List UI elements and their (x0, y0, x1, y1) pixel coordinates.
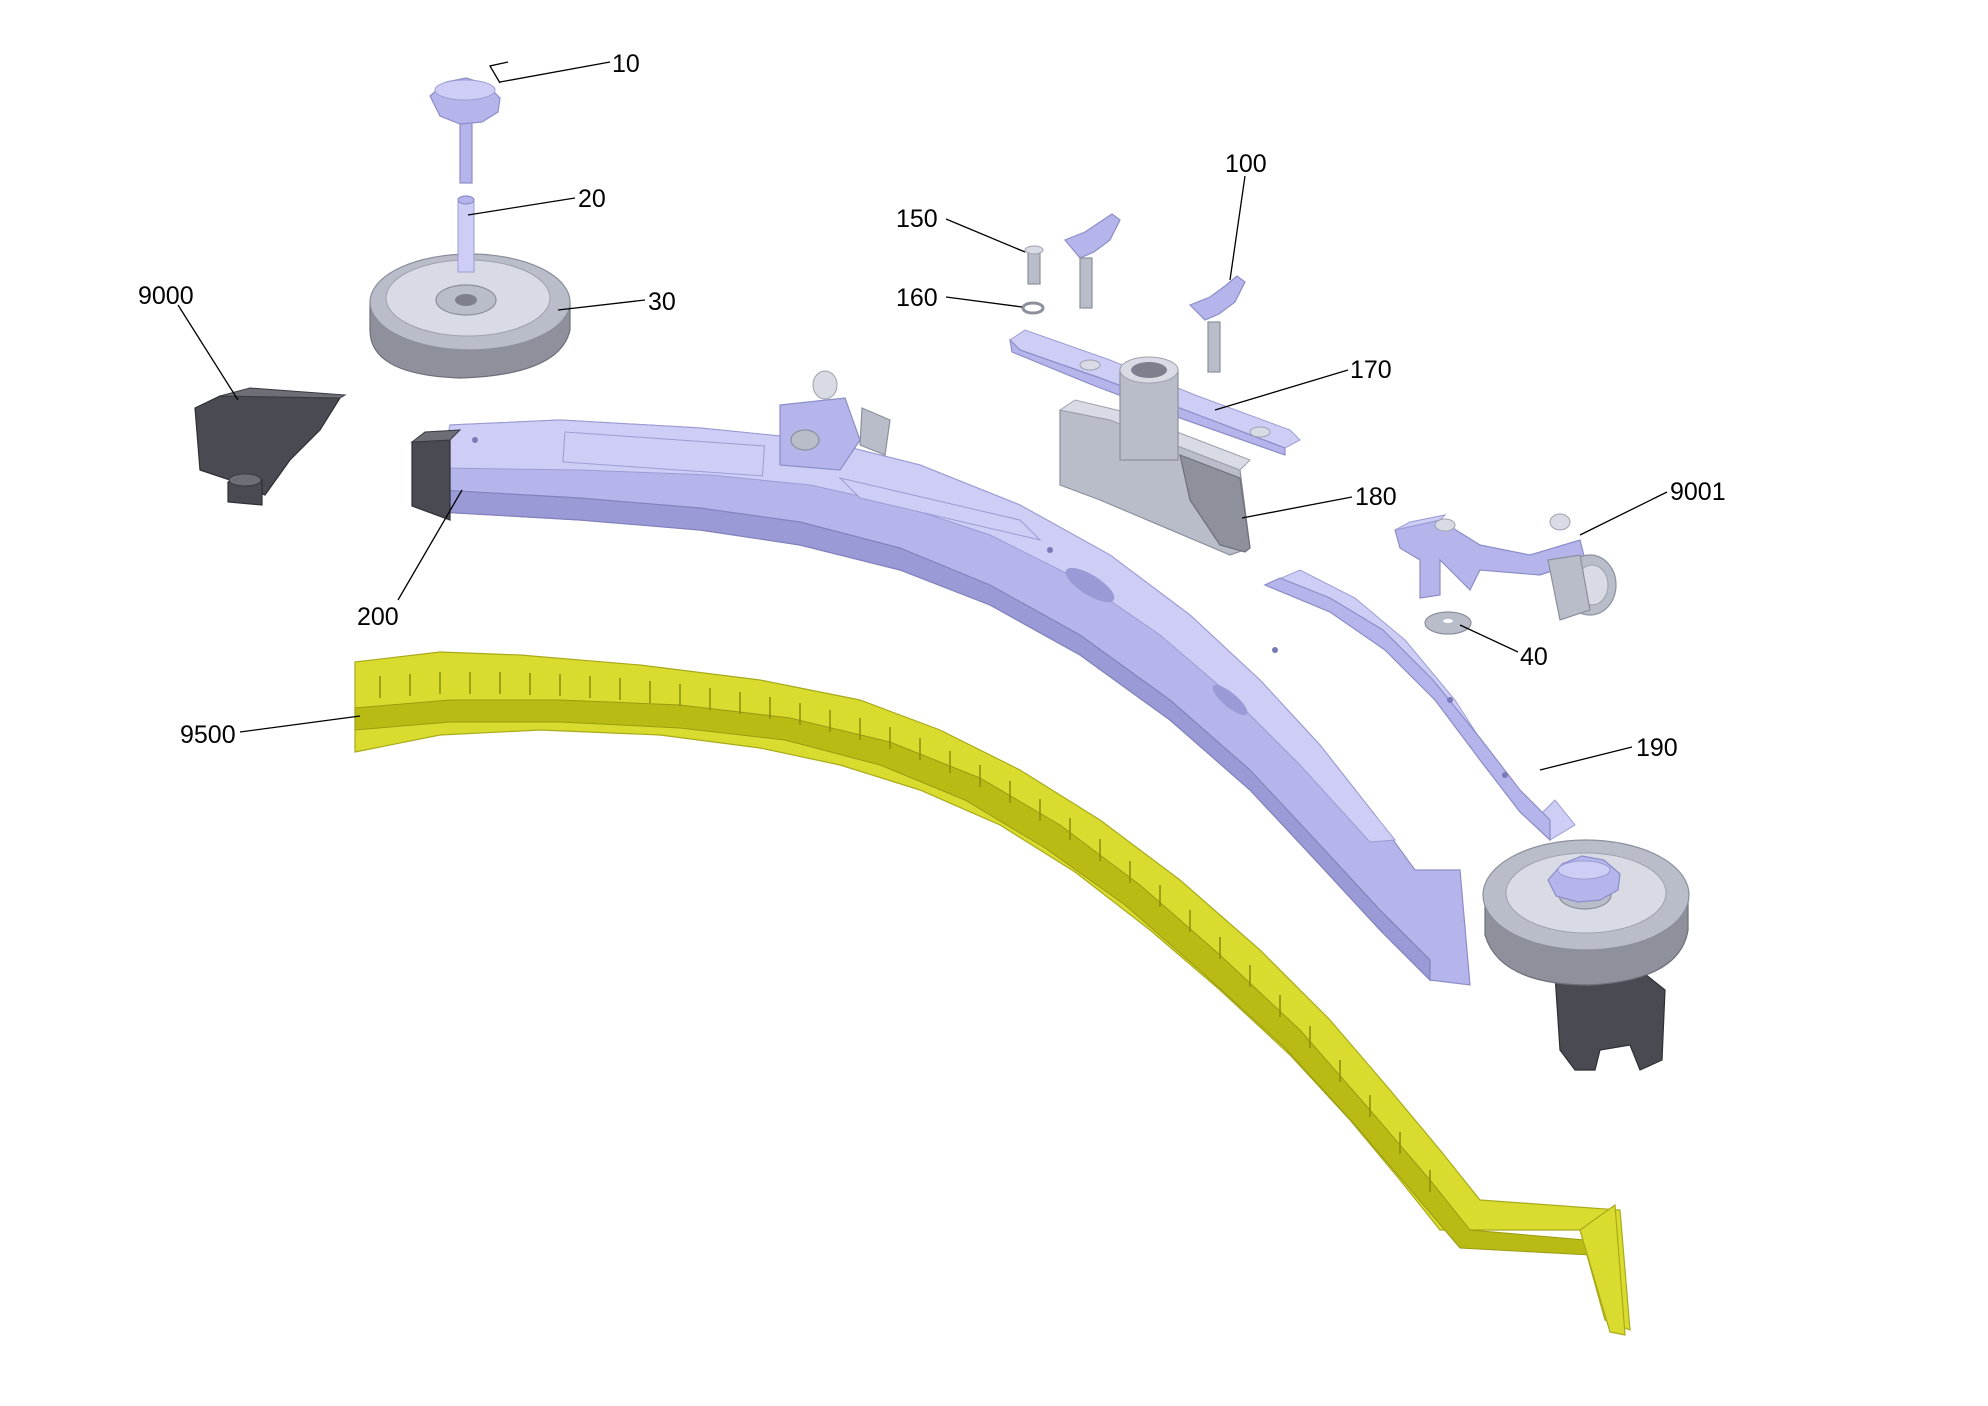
callout-170: 170 (1350, 356, 1392, 384)
leader-9000 (177, 304, 239, 401)
leader-10 (488, 61, 509, 84)
squeegee-blade-part (354, 651, 1631, 1336)
leader-30 (557, 299, 646, 311)
leader-180 (1241, 496, 1353, 519)
leader-160 (945, 296, 1023, 308)
leader-9001 (1579, 491, 1668, 536)
wheel-part (369, 253, 571, 379)
callout-9500: 9500 (180, 721, 236, 749)
callout-30: 30 (648, 288, 676, 316)
callout-9001: 9001 (1670, 478, 1726, 506)
leader-20 (467, 197, 576, 216)
callout-labels: 10 20 30 9000 100 150 160 170 180 9001 4… (138, 50, 1726, 762)
callout-180: 180 (1355, 483, 1397, 511)
callout-160: 160 (896, 284, 938, 312)
callout-150: 150 (896, 205, 938, 233)
leader-150 (945, 218, 1026, 253)
hose-connector-part (1058, 356, 1251, 556)
callout-190: 190 (1636, 734, 1678, 762)
callout-20: 20 (578, 185, 606, 213)
end-cap-part (194, 387, 347, 506)
leader-190 (1539, 746, 1633, 771)
squeegee-frame-part (410, 419, 1471, 986)
leader-40 (1459, 624, 1519, 653)
caster-bracket-part (1394, 513, 1617, 621)
frame-bracket-part (779, 370, 891, 471)
callout-10: 10 (612, 50, 640, 78)
washer-part (1021, 301, 1045, 315)
star-knob-part (429, 77, 501, 184)
washer-40-part (1424, 611, 1472, 635)
leader-9500 (239, 715, 361, 733)
screw-part (1024, 245, 1044, 285)
threaded-pin-part (457, 195, 475, 273)
callout-9000: 9000 (138, 282, 194, 310)
leader-10-main (499, 61, 611, 83)
leader-170 (1214, 369, 1349, 411)
leader-200 (397, 489, 463, 601)
callout-200: 200 (357, 603, 399, 631)
support-strip-part (1263, 569, 1576, 842)
callout-leaders (177, 61, 1668, 771)
callout-100: 100 (1225, 150, 1267, 178)
leader-100 (1229, 175, 1246, 281)
lower-wheel-assembly-part (1482, 839, 1690, 1071)
wing-bolt-part (1064, 213, 1246, 373)
callout-40: 40 (1520, 643, 1548, 671)
